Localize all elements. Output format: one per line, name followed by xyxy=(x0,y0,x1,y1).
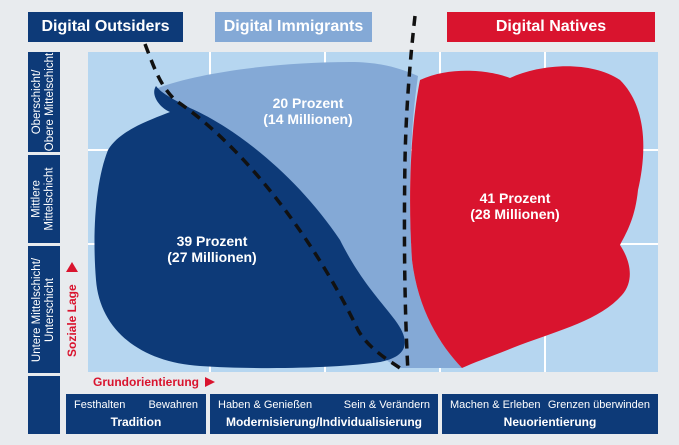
ylabel-lower-class: Untere Mittelschicht/Unterschicht xyxy=(28,246,60,373)
immigrants-millions: (14 Millionen) xyxy=(263,111,352,127)
corner-block xyxy=(28,376,60,434)
category-item: Festhalten xyxy=(74,399,126,411)
arrow-up-icon xyxy=(66,262,78,272)
x-axis-title: Grundorientierung xyxy=(93,374,215,390)
arrow-right-icon xyxy=(205,377,215,387)
category-item: Machen & Erleben xyxy=(450,399,541,411)
category-neuorientierung: Machen & Erleben Grenzen überwinden Neuor… xyxy=(442,394,658,434)
outsiders-shape xyxy=(94,86,405,369)
separator-outsiders-immigrants xyxy=(143,43,401,370)
natives-shape xyxy=(410,66,644,368)
header-digital-natives: Digital Natives xyxy=(447,12,655,42)
separator-immigrants-natives xyxy=(402,15,417,373)
category-modernisierung: Haben & Genießen Sein & Verändern Moderni… xyxy=(210,394,438,434)
header-digital-immigrants: Digital Immigrants xyxy=(215,12,372,42)
x-axis-title-text: Grundorientierung xyxy=(93,375,199,389)
category-item: Grenzen überwinden xyxy=(547,399,650,411)
header-label: Digital Outsiders xyxy=(41,18,170,35)
natives-percent: 41 Prozent xyxy=(480,190,551,206)
header-label: Digital Immigrants xyxy=(223,18,364,35)
ylabel-upper-class: Oberschicht/Obere Mittelschicht xyxy=(28,52,60,152)
y-axis-title-text: Soziale Lage xyxy=(65,284,79,357)
header-digital-outsiders: Digital Outsiders xyxy=(28,12,183,42)
category-title: Neuorientierung xyxy=(503,415,597,429)
category-title: Modernisierung/Individualisierung xyxy=(225,415,423,429)
outsiders-millions: (27 Millionen) xyxy=(167,249,256,265)
category-item: Bewahren xyxy=(148,399,198,411)
y-axis-title: Soziale Lage xyxy=(62,262,82,372)
category-title: Tradition xyxy=(110,415,162,429)
outsiders-percent: 39 Prozent xyxy=(177,233,248,249)
natives-millions: (28 Millionen) xyxy=(470,206,559,222)
category-tradition: Festhalten Bewahren Tradition xyxy=(66,394,206,434)
immigrants-percent: 20 Prozent xyxy=(273,95,344,111)
header-label: Digital Natives xyxy=(495,18,607,35)
category-item: Sein & Verändern xyxy=(343,399,430,411)
category-item: Haben & Genießen xyxy=(218,399,313,411)
